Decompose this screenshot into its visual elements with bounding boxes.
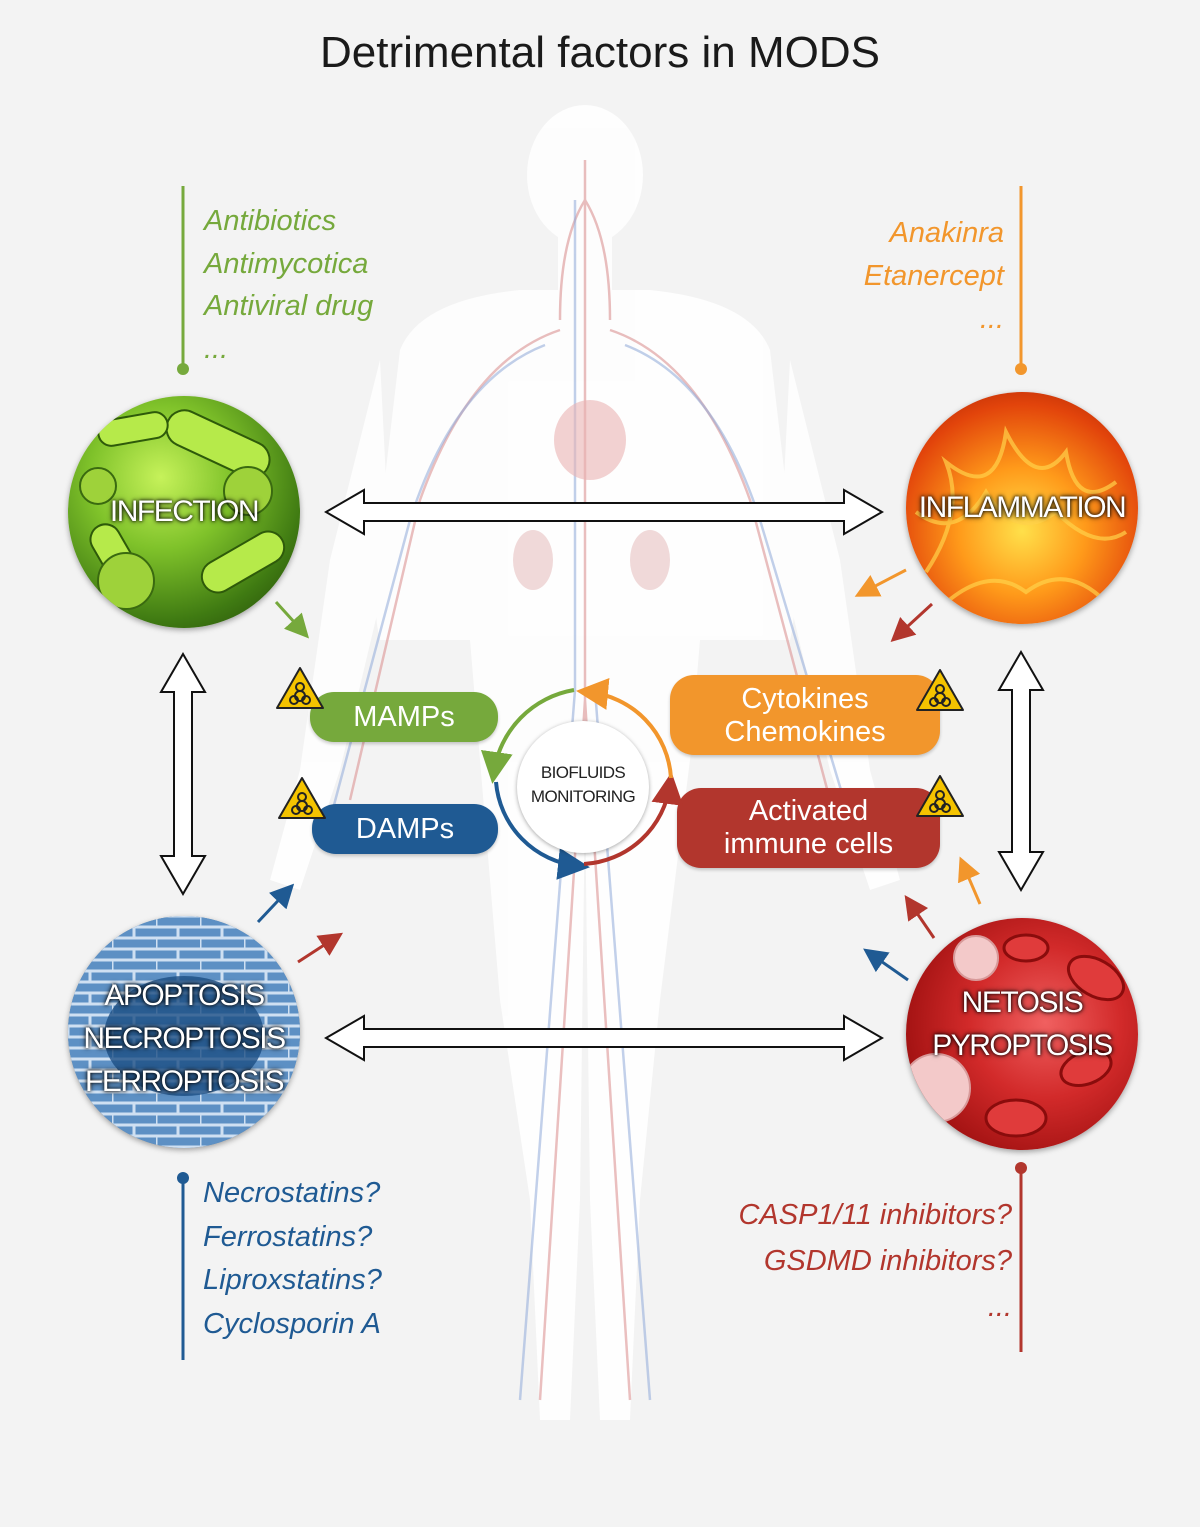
arrow-netosis-blue: [863, 948, 909, 982]
monitoring-label: MONITORING: [530, 787, 636, 806]
arrow-inflammation-to-immune: [890, 602, 934, 643]
horizontal-top-arrow: [324, 488, 884, 536]
netosis-circle: NETOSIS PYROPTOSIS: [906, 918, 1138, 1150]
drug-item: Antibiotics: [204, 205, 337, 237]
netosis-drug-list: CASP1/11 inhibitors? GSDMD inhibitors? .…: [738, 1192, 1012, 1330]
drug-item: CASP1/11 inhibitors?: [738, 1199, 1012, 1231]
drug-item: Antimycotica: [204, 247, 369, 280]
drug-item: Antiviral drug: [204, 290, 374, 322]
arrow-infection-to-mamps: [274, 600, 310, 639]
fire-image: [914, 425, 1128, 614]
drug-item: ...: [204, 332, 229, 365]
apoptosis-label: APOPTOSIS: [104, 979, 265, 1012]
damps-pill: DAMPs: [312, 804, 498, 854]
inflammation-circle: INFLAMMATION: [906, 392, 1138, 624]
cycle-arrow-green: [480, 688, 575, 784]
immune-cells-pill: Activated immune cells: [677, 788, 940, 868]
biohazard-icon: [278, 777, 326, 819]
drug-item: ...: [987, 1291, 1012, 1323]
arrow-celldeath-red: [297, 932, 344, 964]
bacteria-image: [79, 409, 286, 610]
arrow-netosis-to-immune-orange: [958, 856, 982, 905]
biofluids-label: BIOFLUIDS: [540, 763, 626, 782]
mamps-pill: MAMPs: [310, 692, 498, 742]
pyroptosis-label: PYROPTOSIS: [932, 1029, 1113, 1062]
biohazard-icon: [916, 775, 964, 817]
inflammation-label: INFLAMMATION: [918, 491, 1127, 524]
drug-item: Etanercept: [863, 260, 1004, 292]
blood-cells-image: [906, 933, 1125, 1138]
horizontal-bottom-arrow: [324, 1014, 884, 1062]
drug-item: Anakinra: [889, 217, 1004, 249]
cytokines-pill: Cytokines Chemokines: [670, 675, 940, 755]
immune-cells-label: immune cells: [723, 828, 894, 860]
drug-item: Ferrostatins?: [203, 1220, 373, 1253]
infection-label: INFECTION: [109, 495, 260, 528]
netosis-labels: NETOSIS PYROPTOSIS: [906, 981, 1138, 1067]
drug-item: GSDMD inhibitors?: [763, 1245, 1012, 1277]
arrow-netosis-to-immune-red: [904, 895, 936, 939]
arrow-to-inflammation-orange: [854, 568, 907, 597]
drug-item: Liproxstatins?: [203, 1264, 382, 1296]
infection-circle: INFECTION: [68, 396, 300, 628]
biohazard-icon: [276, 667, 324, 709]
cycle-arrow-red: [583, 772, 684, 866]
cycle-arrow-blue: [494, 781, 590, 880]
netosis-label: NETOSIS: [961, 986, 1084, 1019]
inflammation-drug-list: Anakinra Etanercept ...: [864, 212, 1004, 341]
damps-label: DAMPs: [355, 813, 455, 845]
biofluids-monitoring-circle: BIOFLUIDS MONITORING: [517, 721, 649, 853]
cell-death-circle: APOPTOSIS NECROPTOSIS FERROPTOSIS: [68, 916, 300, 1148]
drug-item: Cyclosporin A: [203, 1307, 381, 1340]
cycle-arrow-orange: [576, 678, 673, 779]
mamps-label: MAMPs: [353, 701, 455, 733]
arrow-celldeath-to-damps: [256, 883, 295, 924]
vertical-right-arrow: [997, 650, 1045, 892]
brick-wall-image: [68, 916, 300, 1148]
drug-item: ...: [979, 303, 1004, 335]
cell-death-labels: APOPTOSIS NECROPTOSIS FERROPTOSIS: [68, 974, 300, 1103]
infection-drug-list: Antibiotics Antimycotica Antiviral drug …: [204, 200, 373, 370]
activated-label: Activated: [748, 795, 869, 827]
drug-item: Necrostatins?: [203, 1177, 381, 1209]
cell-death-drug-list: Necrostatins? Ferrostatins? Liproxstatin…: [203, 1172, 382, 1346]
vertical-left-arrow: [159, 652, 207, 896]
biohazard-icon: [916, 669, 964, 711]
necroptosis-label: NECROPTOSIS: [83, 1022, 286, 1055]
page-title: Detrimental factors in MODS: [320, 28, 880, 77]
cytokines-label: Cytokines: [741, 683, 869, 715]
chemokines-label: Chemokines: [724, 716, 886, 748]
ferroptosis-label: FERROPTOSIS: [85, 1065, 284, 1098]
